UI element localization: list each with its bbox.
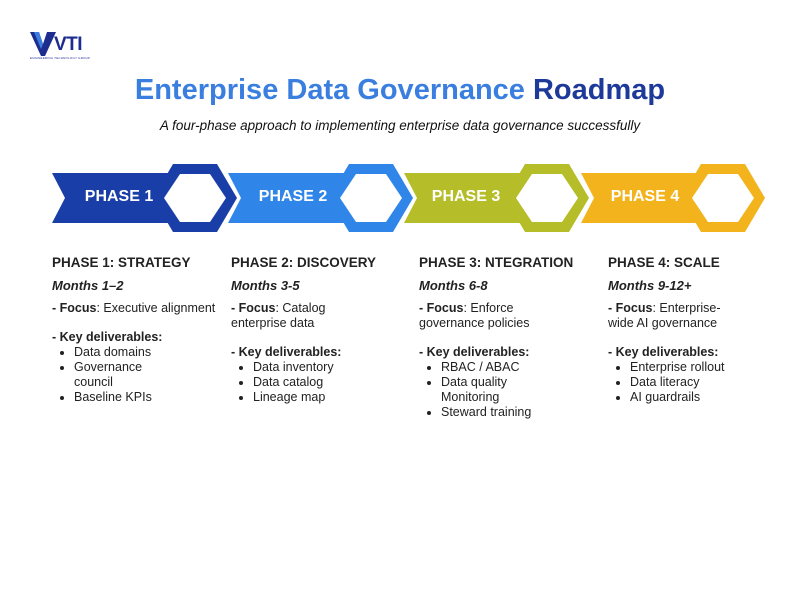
title-part-2: Roadmap xyxy=(532,74,666,106)
phase-1-label: PHASE 1 xyxy=(84,188,154,205)
phase-focus: - Focus: Enforce governance policies xyxy=(419,301,549,331)
deliverable-item: Data inventory xyxy=(253,360,411,375)
phase-3-details: PHASE 3: NTEGRATION Months 6-8 - Focus: … xyxy=(419,255,599,420)
phase-heading: PHASE 2: DISCOVERY xyxy=(231,255,377,270)
deliverable-item: Steward training xyxy=(441,405,599,420)
deliverables-list: Data domains Governance council Baseline… xyxy=(52,345,232,405)
phase-heading: PHASE 3: NTEGRATION xyxy=(419,255,574,270)
phase-heading: PHASE 4: SCALE xyxy=(608,255,720,270)
deliverables-list: Data inventory Data catalog Lineage map xyxy=(231,360,411,405)
deliverables-label: - Key deliverables: xyxy=(419,345,530,359)
deliverable-item: AI guardrails xyxy=(630,390,788,405)
deliverables-list: Enterprise rollout Data literacy AI guar… xyxy=(608,360,788,405)
vti-logo-mark xyxy=(30,32,56,56)
deliverable-item: Data catalog xyxy=(253,375,411,390)
phase-3-arrow xyxy=(404,164,589,232)
deliverable-item: Lineage map xyxy=(253,390,411,405)
focus-text: : Executive alignment xyxy=(96,301,216,315)
logo-text: VTI xyxy=(54,34,83,55)
deliverables-label: - Key deliverables: xyxy=(608,345,719,359)
focus-label: - Focus xyxy=(52,301,97,315)
focus-text: : Enterprise-wide AI governance xyxy=(608,301,721,330)
deliverable-item: RBAC / ABAC xyxy=(441,360,599,375)
phase-1-details: PHASE 1: STRATEGY Months 1–2 - Focus: Ex… xyxy=(52,255,232,405)
deliverables-list: RBAC / ABAC Data quality Monitoring Stew… xyxy=(419,360,599,420)
phase-4-details: PHASE 4: SCALE Months 9-12+ - Focus: Ent… xyxy=(608,255,788,405)
focus-label: - Focus xyxy=(419,301,464,315)
phase-4-label: PHASE 4 xyxy=(610,188,680,205)
focus-text: : Catalog enterprise data xyxy=(231,301,326,330)
phase-4-arrow xyxy=(581,164,765,232)
vti-logo: VTI ENGINEERING TECHNOLOGY GROUP xyxy=(30,32,100,62)
phase-1-arrow xyxy=(52,164,237,232)
focus-label: - Focus xyxy=(231,301,276,315)
logo-tagline: ENGINEERING TECHNOLOGY GROUP xyxy=(30,56,91,60)
phase-months: Months 6-8 xyxy=(419,278,488,293)
deliverable-item: Governance council xyxy=(74,360,154,390)
phase-months: Months 1–2 xyxy=(52,278,124,293)
page-title: Enterprise Data Governance Roadmap xyxy=(0,74,800,107)
deliverable-item: Data domains xyxy=(74,345,232,360)
deliverable-item: Data quality Monitoring xyxy=(441,375,521,405)
deliverable-item: Baseline KPIs xyxy=(74,390,232,405)
phase-2-details: PHASE 2: DISCOVERY Months 3-5 - Focus: C… xyxy=(231,255,411,405)
deliverables-label: - Key deliverables: xyxy=(231,345,342,359)
phase-focus: - Focus: Catalog enterprise data xyxy=(231,301,351,331)
focus-text: : Enforce governance policies xyxy=(419,301,530,330)
phase-2-arrow xyxy=(228,164,413,232)
deliverables-label: - Key deliverables: xyxy=(52,330,163,344)
deliverable-item: Enterprise rollout xyxy=(630,360,788,375)
title-part-1: Enterprise Data Governance xyxy=(134,74,525,106)
phase-months: Months 3-5 xyxy=(231,278,300,293)
phase-focus: - Focus: Enterprise-wide AI governance xyxy=(608,301,733,331)
page-subtitle: A four-phase approach to implementing en… xyxy=(159,118,641,133)
focus-label: - Focus xyxy=(608,301,653,315)
phase-arrows xyxy=(52,164,765,232)
phase-3-label: PHASE 3 xyxy=(431,188,501,205)
phase-months: Months 9-12+ xyxy=(608,278,692,293)
phase-heading: PHASE 1: STRATEGY xyxy=(52,255,191,270)
deliverable-item: Data literacy xyxy=(630,375,788,390)
phase-focus: - Focus: Executive alignment xyxy=(52,301,232,316)
phase-2-label: PHASE 2 xyxy=(258,188,328,205)
